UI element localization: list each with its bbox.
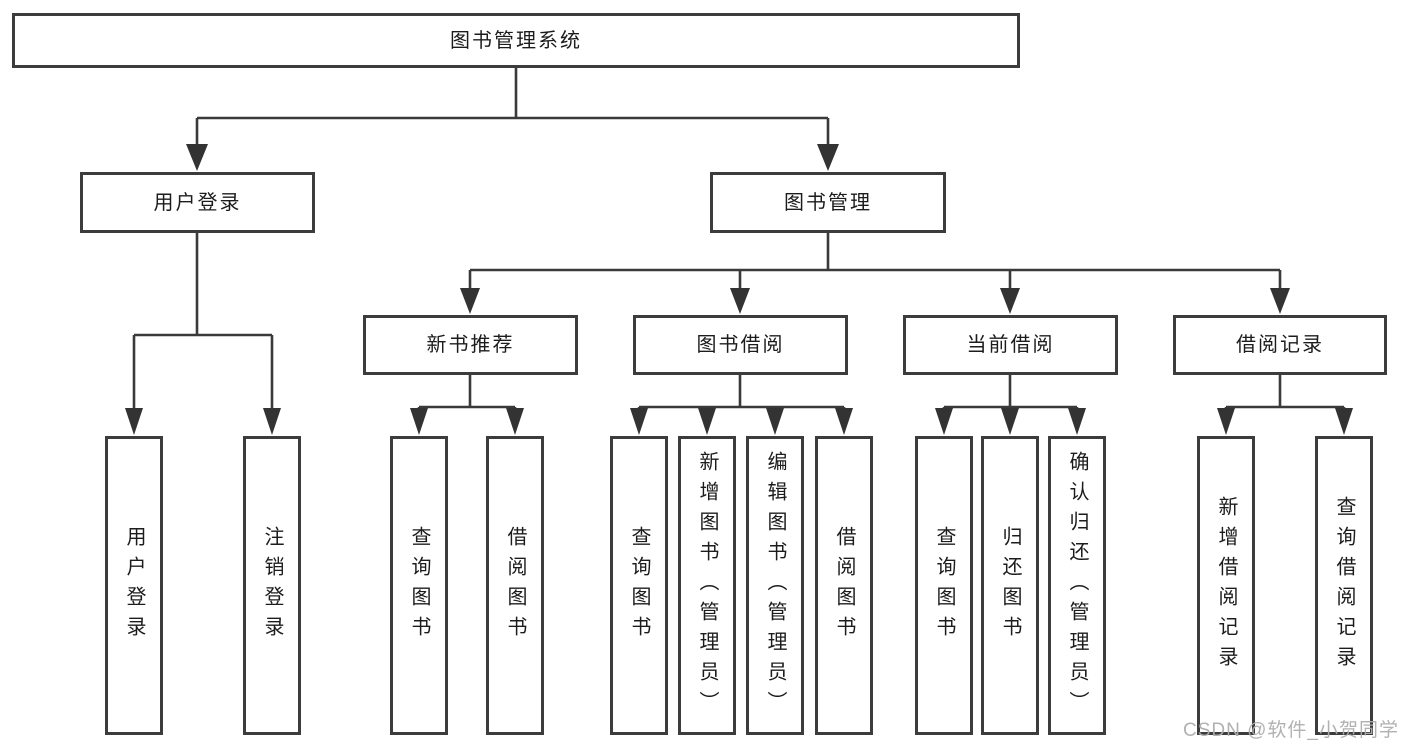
leaf-borrow-books-recommend: 借阅图书 xyxy=(486,436,544,735)
node-user-login-module: 用户登录 xyxy=(80,172,315,233)
leaf-add-books-admin: 新增图书（管理员） xyxy=(678,436,736,735)
leaf-query-borrow-record: 查询借阅记录 xyxy=(1315,436,1373,735)
node-borrow-records: 借阅记录 xyxy=(1173,315,1387,375)
watermark: CSDN @软件_小贺同学 xyxy=(1183,720,1399,741)
node-book-borrow: 图书借阅 xyxy=(633,315,848,375)
node-root-system: 图书管理系统 xyxy=(12,13,1020,68)
leaf-query-books-recommend: 查询图书 xyxy=(390,436,448,735)
node-book-management-module: 图书管理 xyxy=(710,172,946,233)
leaf-edit-books-admin: 编辑图书（管理员） xyxy=(746,436,804,735)
leaf-return-books: 归还图书 xyxy=(981,436,1039,735)
node-new-book-recommend: 新书推荐 xyxy=(363,315,578,375)
node-current-borrow: 当前借阅 xyxy=(903,315,1118,375)
leaf-add-borrow-record: 新增借阅记录 xyxy=(1197,436,1255,735)
leaf-query-books-current: 查询图书 xyxy=(915,436,973,735)
leaf-user-login: 用户登录 xyxy=(105,436,163,735)
leaf-query-books-borrow: 查询图书 xyxy=(610,436,668,735)
leaf-borrow-books: 借阅图书 xyxy=(815,436,873,735)
leaf-confirm-return-admin: 确认归还（管理员） xyxy=(1048,436,1106,735)
leaf-logout: 注销登录 xyxy=(243,436,301,735)
